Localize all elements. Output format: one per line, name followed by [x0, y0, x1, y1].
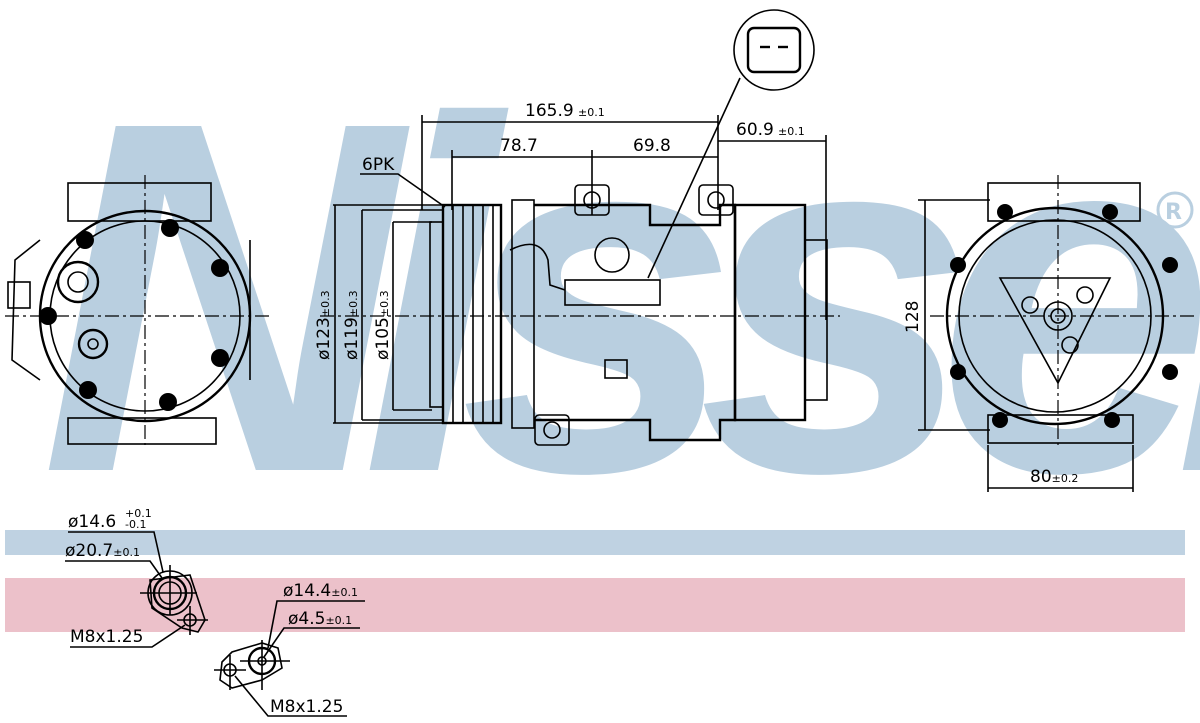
svg-text:±0.1: ±0.1 — [778, 125, 805, 138]
svg-text:ø4.5±0.1: ø4.5±0.1 — [288, 609, 352, 629]
svg-text:78.7: 78.7 — [500, 136, 538, 156]
blue-band — [5, 530, 1185, 555]
svg-text:ø14.4±0.1: ø14.4±0.1 — [283, 581, 358, 601]
rear-view: 128 80±0.2 — [903, 175, 1195, 492]
svg-text:±0.1: ±0.1 — [578, 106, 605, 119]
svg-text:ø119±0.3: ø119±0.3 — [342, 290, 362, 360]
svg-text:60.9: 60.9 — [736, 120, 774, 140]
port-detail-2: ø14.4±0.1 ø4.5±0.1 M8x1.25 — [214, 581, 365, 717]
svg-text:ø14.6: ø14.6 — [68, 512, 116, 532]
svg-text:ø20.7±0.1: ø20.7±0.1 — [65, 541, 140, 561]
connector-detail — [647, 9, 815, 279]
port-detail-1: ø14.6 +0.1 -0.1 ø20.7±0.1 M8x1.25 — [65, 507, 208, 648]
svg-text:R: R — [1165, 200, 1182, 225]
side-view — [320, 150, 840, 446]
brand-watermark: Nissens R — [40, 17, 1200, 576]
svg-text:-0.1: -0.1 — [125, 518, 146, 531]
dimensions-side: 165.9 ±0.1 78.7 69.8 60.9 ±0.1 6PK ø123±0.… — [314, 101, 827, 424]
svg-text:M8x1.25: M8x1.25 — [270, 697, 343, 717]
front-view — [5, 175, 270, 445]
svg-text:Nissens: Nissens — [40, 17, 1200, 576]
svg-text:80±0.2: 80±0.2 — [1030, 467, 1078, 487]
pink-band — [5, 578, 1185, 632]
svg-text:165.9: 165.9 — [525, 101, 574, 121]
svg-text:6PK: 6PK — [362, 155, 395, 175]
svg-text:128: 128 — [903, 301, 923, 333]
svg-text:69.8: 69.8 — [633, 136, 671, 156]
svg-text:+0.1: +0.1 — [125, 507, 152, 520]
svg-text:ø123±0.3: ø123±0.3 — [314, 290, 334, 360]
svg-text:ø105±0.3: ø105±0.3 — [373, 290, 393, 360]
svg-text:M8x1.25: M8x1.25 — [70, 627, 143, 647]
